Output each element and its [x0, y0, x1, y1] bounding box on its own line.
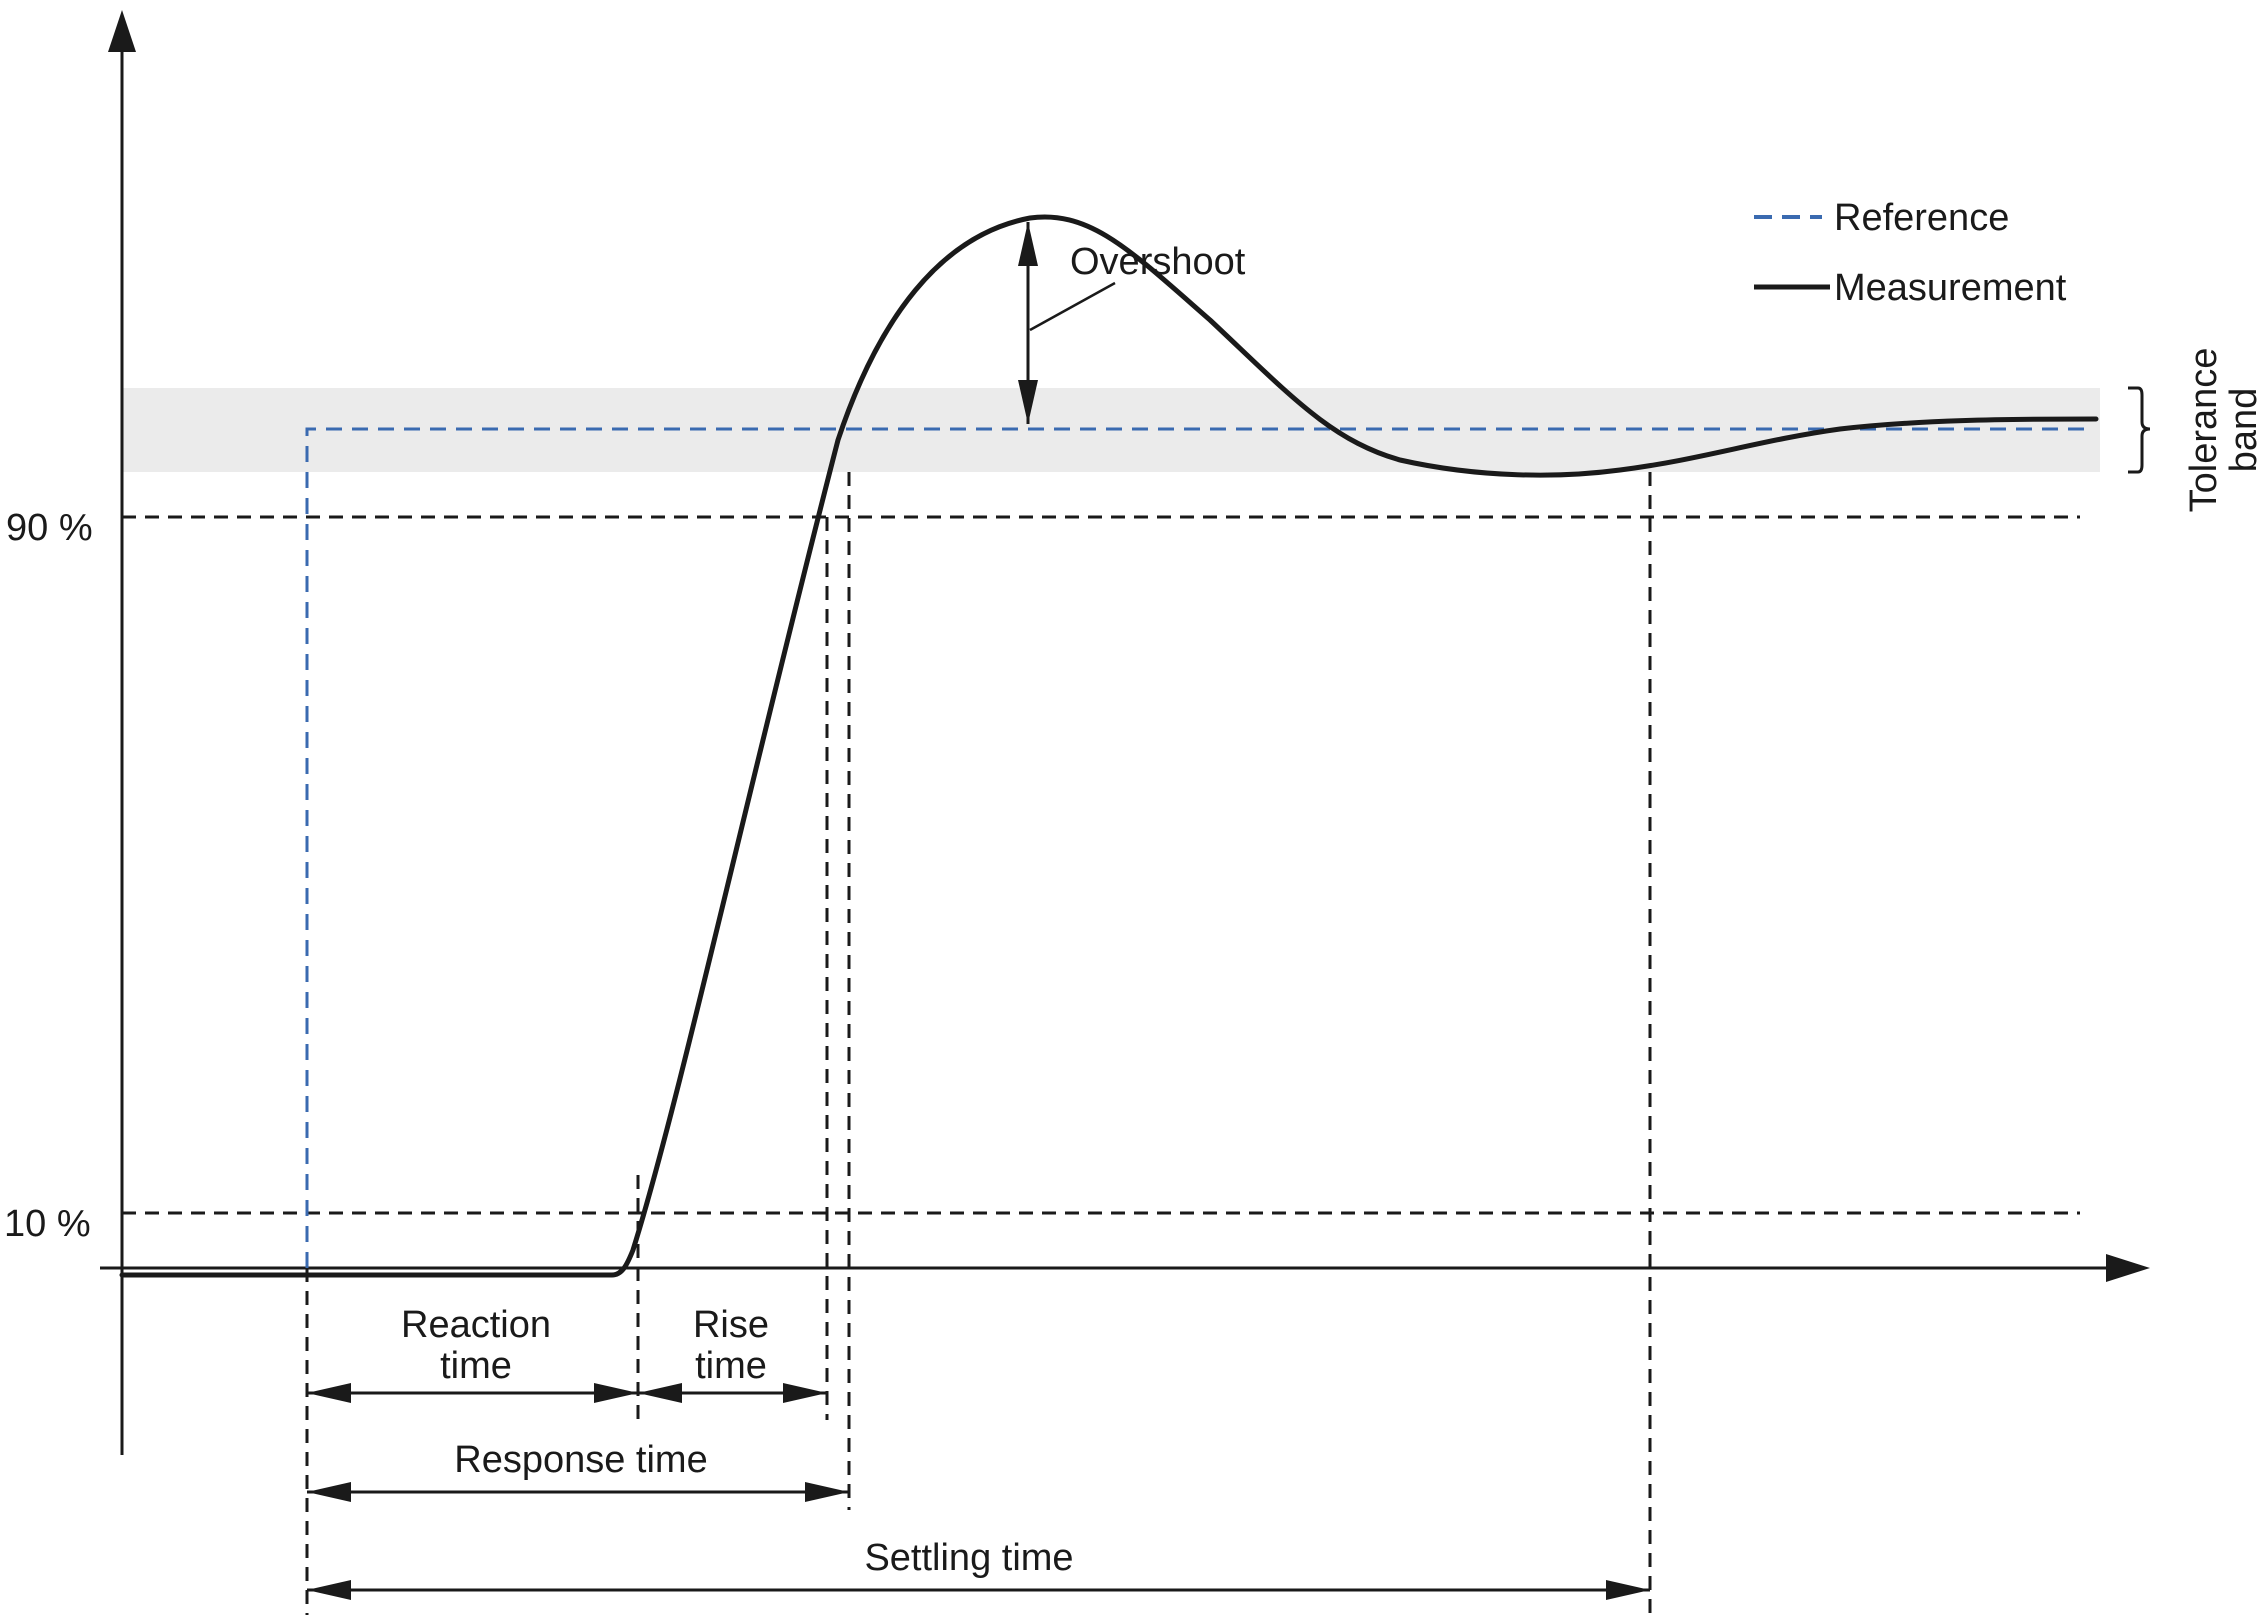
reaction-time-label-line1: Reaction	[401, 1304, 551, 1346]
settling-time-label: Settling time	[864, 1537, 1073, 1579]
legend-reference-label: Reference	[1834, 197, 2009, 239]
x-axis-arrowhead	[2106, 1254, 2150, 1282]
rise-time-label-line2: time	[695, 1345, 767, 1387]
rise-time-label-line1: Rise	[693, 1304, 769, 1346]
axes	[100, 10, 2150, 1455]
level-lines	[122, 515, 2080, 1215]
response-time-label: Response time	[454, 1439, 707, 1481]
level-10-label: 10 %	[4, 1203, 91, 1245]
reference-line	[305, 427, 2090, 1268]
guide-lines	[305, 472, 1652, 1615]
tolerance-label-line1: Tolerance	[2183, 348, 2225, 513]
level-90-label: 90 %	[6, 507, 93, 549]
dimension-arrows	[307, 1383, 1650, 1600]
tolerance-brace	[2128, 386, 2151, 474]
measurement-curve	[119, 214, 2099, 1278]
legend: Reference Measurement	[1754, 197, 2067, 309]
legend-measurement-label: Measurement	[1834, 267, 2067, 309]
tolerance-label-line2: band	[2223, 388, 2260, 473]
overshoot-indicator: Overshoot	[1018, 222, 1246, 424]
overshoot-leader	[1029, 281, 1116, 332]
reaction-time-label-line2: time	[440, 1345, 512, 1387]
y-axis-arrowhead	[108, 10, 136, 52]
overshoot-label: Overshoot	[1070, 241, 1246, 283]
